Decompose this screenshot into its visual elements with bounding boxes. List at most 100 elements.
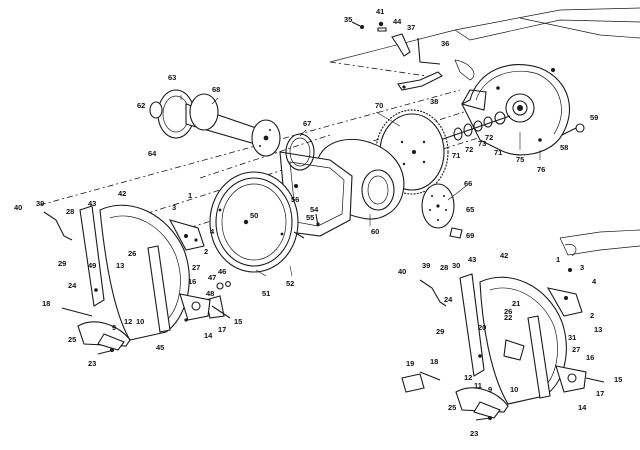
pin-47-46 [205, 281, 231, 319]
part-label-l1a: 1 [188, 191, 192, 200]
leader-lines [180, 95, 541, 277]
part-label-l66: 66 [464, 179, 472, 188]
part-label-l3b: 3 [580, 263, 584, 272]
left-side-frame [43, 204, 231, 355]
part-label-l44: 44 [393, 17, 402, 26]
part-label-l24b: 24 [444, 295, 453, 304]
part-label-l55: 55 [306, 213, 314, 222]
part-label-l22: 22 [504, 313, 512, 322]
part-label-l9a: 9 [112, 323, 116, 332]
part-label-l41: 41 [376, 7, 384, 16]
part-label-l14a: 14 [204, 331, 213, 340]
part-label-l21: 21 [512, 299, 520, 308]
part-label-l51: 51 [262, 289, 270, 298]
part-label-l67: 67 [303, 119, 311, 128]
part-label-l38: 38 [430, 97, 438, 106]
part-label-l59: 59 [590, 113, 598, 122]
part-label-l23b: 23 [470, 429, 478, 438]
part-label-l30: 30 [452, 261, 460, 270]
part-label-l42b: 42 [500, 251, 508, 260]
part-label-l43a: 43 [88, 199, 96, 208]
part-label-l65: 65 [466, 205, 474, 214]
part-label-l17b: 17 [596, 389, 604, 398]
part-label-l17a: 17 [218, 325, 226, 334]
part-label-l73: 73 [478, 139, 486, 148]
part-label-l56: 56 [291, 195, 299, 204]
part-label-l18b: 18 [430, 357, 438, 366]
part-label-l26a: 26 [128, 249, 136, 258]
part-label-l16b: 16 [586, 353, 594, 362]
retaining-ring [285, 133, 315, 171]
part-label-l10a: 10 [136, 317, 144, 326]
screw-58-59 [561, 123, 585, 136]
part-label-l2b: 2 [590, 311, 594, 320]
part-label-l45: 45 [156, 343, 164, 352]
part-label-l31: 31 [568, 333, 576, 342]
part-label-l3a: 3 [172, 203, 176, 212]
part-label-l2a: 2 [204, 247, 208, 256]
part-label-l54: 54 [310, 205, 319, 214]
part-label-l23a: 23 [88, 359, 96, 368]
part-label-l58: 58 [560, 143, 568, 152]
part-label-l28a: 28 [66, 207, 74, 216]
part-label-l47: 47 [208, 273, 216, 282]
part-label-l16a: 16 [188, 277, 196, 286]
part-label-l10b: 10 [510, 385, 518, 394]
part-label-l26b: 26 [504, 307, 512, 316]
shaft-bushing-stack [439, 111, 511, 141]
part-label-l27a: 27 [192, 263, 200, 272]
part-label-l42a: 42 [118, 189, 126, 198]
part-label-l29a: 29 [58, 259, 66, 268]
part-label-l64: 64 [148, 149, 157, 158]
part-labels: 3541443736386362686470677172737271757659… [14, 7, 622, 438]
part-label-l48: 48 [206, 289, 214, 298]
part-label-l4a: 4 [210, 227, 215, 236]
drum-ring-housing [209, 171, 305, 273]
part-label-l60: 60 [371, 227, 379, 236]
part-label-l62: 62 [137, 101, 145, 110]
top-bracket-assembly [351, 21, 443, 91]
part-label-l49: 49 [88, 261, 96, 270]
part-label-l72b: 72 [485, 133, 493, 142]
part-label-l29b: 29 [436, 327, 444, 336]
part-label-l11: 11 [474, 381, 482, 390]
part-label-l9b: 9 [488, 385, 492, 394]
part-label-l76: 76 [537, 165, 545, 174]
part-label-l12b: 12 [464, 373, 472, 382]
part-label-l70: 70 [375, 101, 383, 110]
part-label-l12a: 12 [124, 317, 132, 326]
part-label-l20: 20 [478, 323, 486, 332]
part-label-l71b: 71 [494, 148, 502, 157]
chassis-outline-bottom [559, 229, 640, 257]
part-label-l15a: 15 [234, 317, 242, 326]
part-label-l4b: 4 [592, 277, 597, 286]
part-label-l37: 37 [407, 23, 415, 32]
part-label-l25a: 25 [68, 335, 76, 344]
part-label-l25b: 25 [448, 403, 456, 412]
part-label-l40a: 40 [14, 203, 22, 212]
part-label-l46: 46 [218, 267, 226, 276]
part-label-l39b: 39 [422, 261, 430, 270]
part-label-l52: 52 [286, 279, 294, 288]
part-label-l27b: 27 [572, 345, 580, 354]
part-label-l71a: 71 [452, 151, 460, 160]
part-label-l35: 35 [344, 15, 352, 24]
part-label-l43b: 43 [468, 255, 476, 264]
part-label-l50: 50 [250, 211, 258, 220]
part-label-l28b: 28 [440, 263, 448, 272]
part-label-l40b: 40 [398, 267, 406, 276]
part-label-l69: 69 [466, 231, 474, 240]
rear-gear-plate [461, 64, 570, 156]
part-label-l19: 19 [406, 359, 414, 368]
part-label-l36: 36 [441, 39, 449, 48]
chassis-outline-top [329, 7, 640, 81]
part-label-l63: 63 [168, 73, 176, 82]
part-label-l13a: 13 [116, 261, 124, 270]
part-label-l24a: 24 [68, 281, 77, 290]
part-label-l1b: 1 [556, 255, 560, 264]
part-label-l15b: 15 [614, 375, 622, 384]
part-label-l14b: 14 [578, 403, 587, 412]
part-label-l13b: 13 [594, 325, 602, 334]
part-label-l72a: 72 [465, 145, 473, 154]
